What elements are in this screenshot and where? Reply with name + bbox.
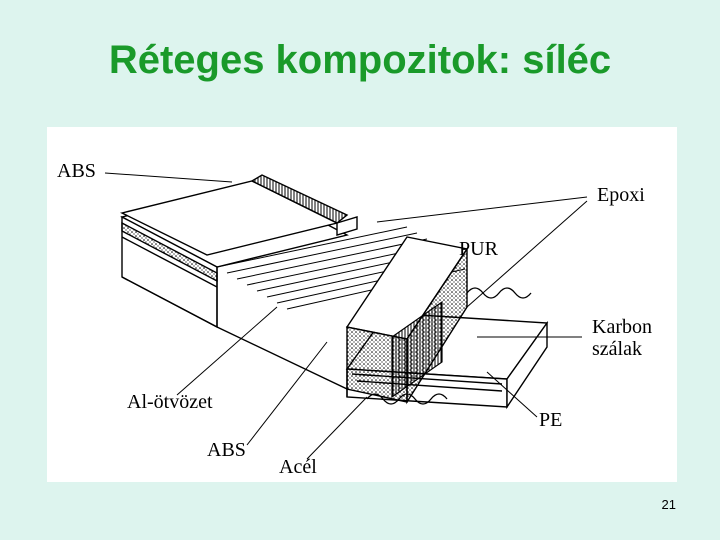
outline: [121, 267, 348, 397]
slide-title: Réteges kompozitok: síléc: [108, 38, 612, 82]
abs-top-layer: [119, 174, 358, 256]
label-abs-bottom: ABS: [207, 439, 246, 461]
label-epoxi: Epoxi: [597, 184, 645, 206]
leader-lines: [104, 172, 588, 460]
ski-cross-section-diagram: ABS Epoxi PUR Karbon szálak Al-ötvözet P…: [47, 127, 677, 482]
label-pe: PE: [539, 409, 563, 431]
page-number: 21: [661, 497, 676, 512]
label-pur: PUR: [459, 238, 498, 260]
label-acel: Acél: [279, 456, 317, 478]
label-al-otvozet: Al-ötvözet: [127, 391, 213, 413]
ski-layer-drawing: [104, 172, 588, 460]
label-karbon: Karbon: [592, 316, 652, 338]
carbon-fibre-block: [391, 300, 443, 399]
label-szalak: szálak: [592, 338, 642, 360]
label-abs-top: ABS: [57, 160, 96, 182]
